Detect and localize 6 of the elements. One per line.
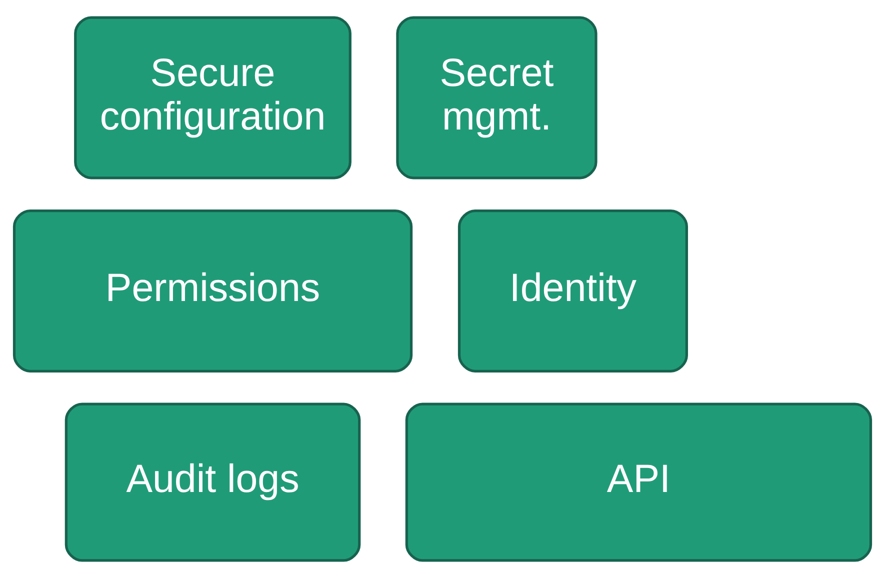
node-box: Identity <box>457 208 688 372</box>
node-box: Secure configuration <box>74 16 351 179</box>
node-box: Secret mgmt. <box>396 16 597 179</box>
node-box: Permissions <box>12 208 412 372</box>
node-box: API <box>404 402 872 562</box>
node-box: Audit logs <box>64 402 360 562</box>
